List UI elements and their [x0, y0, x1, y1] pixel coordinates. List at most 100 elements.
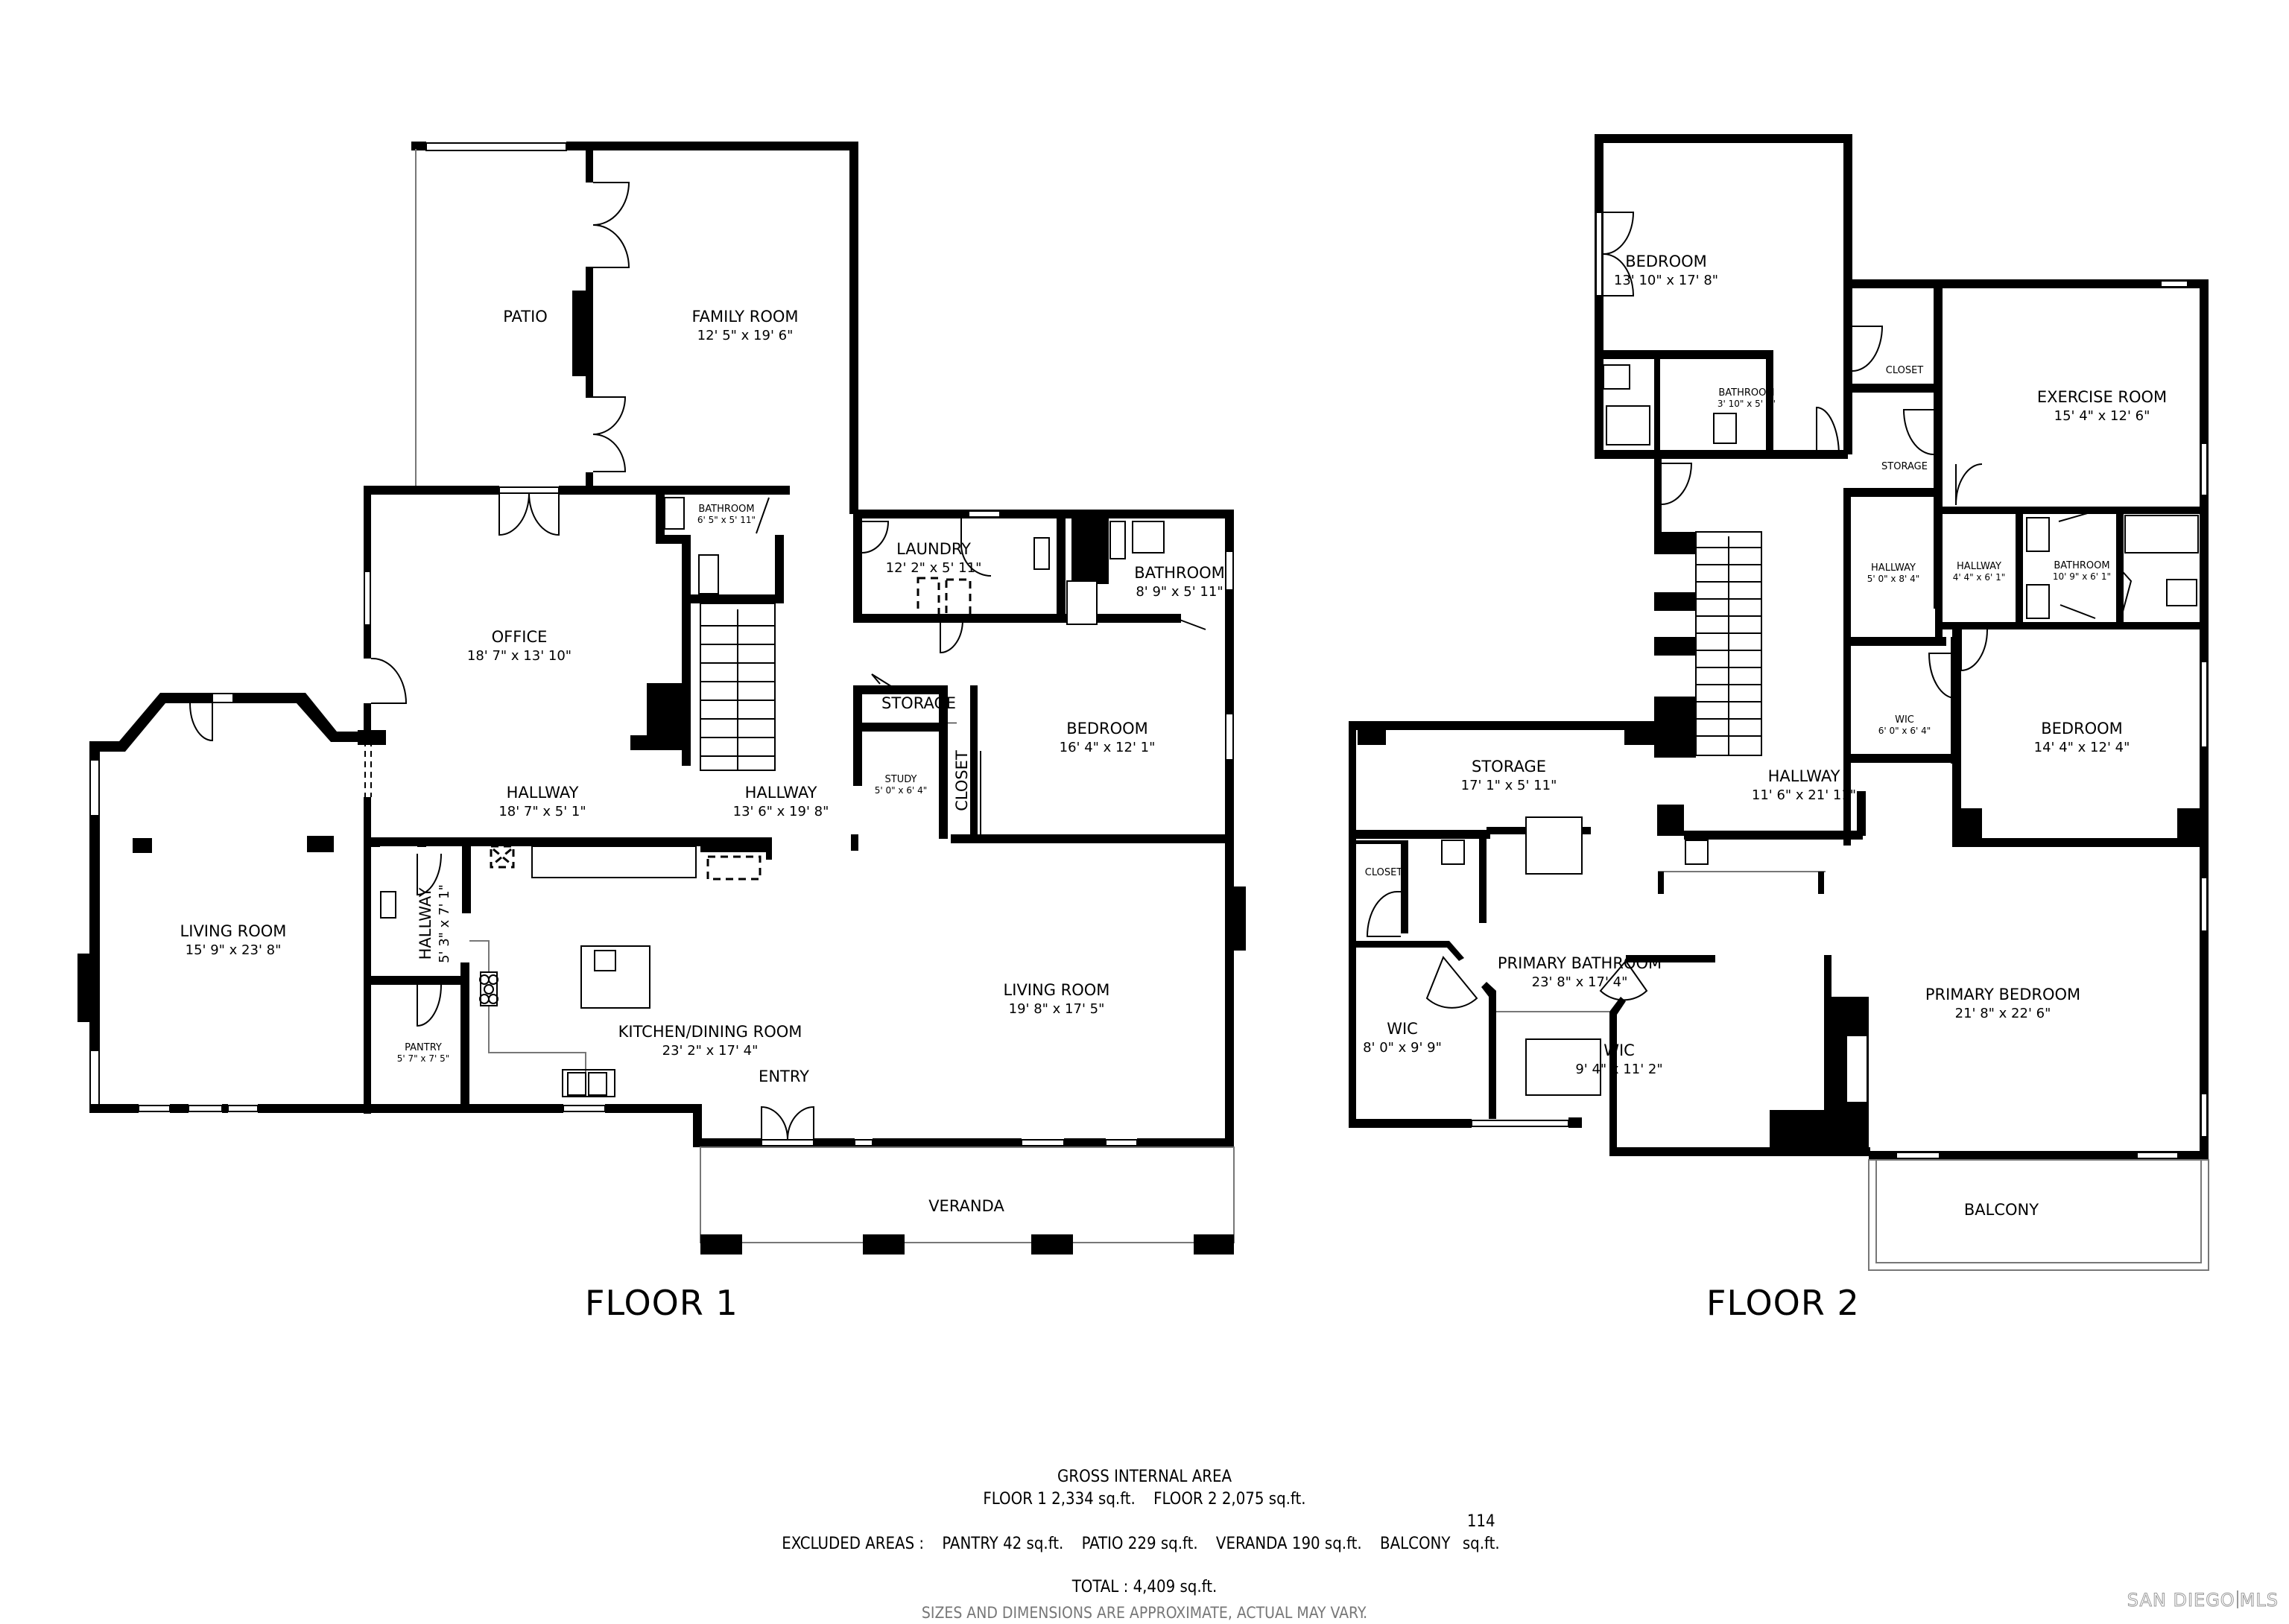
- room-dimensions: 14' 4" x 12' 4": [2034, 740, 2130, 755]
- total-line: TOTAL : 4,409 sq.ft.: [0, 1576, 2289, 1599]
- room-label-hallway-2c: HALLWAY 11' 6" x 21' 11": [1752, 767, 1856, 803]
- room-dimensions: 8' 0" x 9' 9": [1363, 1040, 1442, 1056]
- room-dimensions: 6' 5" x 5' 11": [697, 515, 756, 525]
- room-name: PANTRY: [405, 1042, 442, 1053]
- room-name: WIC: [1603, 1041, 1635, 1059]
- room-label-primary-bedroom: PRIMARY BEDROOM 21' 8" x 22' 6": [1925, 986, 2080, 1021]
- room-dimensions: 10' 9" x 6' 1": [2053, 571, 2111, 582]
- room-name: BATHROOM: [1134, 564, 1225, 582]
- excluded-patio-value: 229 sq.ft.: [1127, 1535, 1198, 1553]
- room-label-entry: ENTRY: [759, 1068, 809, 1085]
- room-dimensions: 23' 2" x 17' 4": [662, 1043, 759, 1059]
- room-dimensions: 8' 9" x 5' 11": [1136, 584, 1223, 600]
- excluded-balcony-value: 114 sq.ft.: [1462, 1512, 1500, 1553]
- logo-divider: [2236, 1590, 2238, 1608]
- area-summary: GROSS INTERNAL AREA FLOOR 1 2,334 sq.ft.…: [0, 1466, 2289, 1624]
- floor-2-area-value: 2,075 sq.ft.: [1221, 1490, 1306, 1509]
- room-label-living-room-east: LIVING ROOM 19' 8" x 17' 5": [1004, 981, 1110, 1017]
- room-name: PRIMARY BATHROOM: [1498, 954, 1662, 972]
- room-dimensions: 6' 0" x 6' 4": [1878, 726, 1931, 736]
- room-dimensions: 5' 0" x 6' 4": [875, 785, 928, 796]
- room-name: BEDROOM: [1625, 253, 1707, 270]
- room-name: LAUNDRY: [896, 540, 971, 558]
- room-dimensions: 13' 6" x 19' 8": [733, 804, 829, 819]
- floor-2-title: FLOOR 2: [1706, 1283, 1860, 1323]
- total-label: TOTAL :: [1071, 1578, 1129, 1596]
- room-name: HALLWAY: [507, 784, 579, 802]
- room-label-bedroom-2b: BEDROOM 14' 4" x 12' 4": [2034, 720, 2130, 755]
- room-dimensions: 21' 8" x 22' 6": [1955, 1006, 2051, 1021]
- room-label-bathroom-1: BATHROOM 8' 9" x 5' 11": [1134, 564, 1225, 600]
- room-name: PRIMARY BEDROOM: [1925, 986, 2080, 1003]
- room-dimensions: 4' 4" x 6' 1": [1953, 572, 2006, 583]
- excluded-balcony-label: BALCONY: [1380, 1535, 1451, 1553]
- floor-1-walls: [77, 142, 1246, 1255]
- room-dimensions: 11' 6" x 21' 11": [1752, 787, 1856, 803]
- floor-1-title: FLOOR 1: [585, 1283, 738, 1323]
- floor-areas-line: FLOOR 1 2,334 sq.ft. FLOOR 2 2,075 sq.ft…: [0, 1488, 2289, 1511]
- room-name: BEDROOM: [1066, 720, 1148, 738]
- disclaimer: SIZES AND DIMENSIONS ARE APPROXIMATE, AC…: [921, 1604, 1368, 1622]
- room-label-balcony: BALCONY: [1964, 1201, 2039, 1219]
- logo-right-text: MLS: [2239, 1590, 2279, 1611]
- room-name: CLOSET: [953, 750, 971, 811]
- room-dimensions: 9' 4" x 11' 2": [1575, 1062, 1662, 1077]
- room-name: BATHROOM: [1718, 387, 1774, 399]
- logo-left-text: SAN DIEGO: [2127, 1590, 2235, 1611]
- room-label-wic-1: WIC 8' 0" x 9' 9": [1363, 1020, 1442, 1056]
- total-value: 4,409 sq.ft.: [1133, 1578, 1218, 1596]
- room-label-storage-2a: STORAGE: [1881, 461, 1928, 472]
- floor-2-walls: [1349, 134, 2209, 1271]
- room-label-closet-2b: CLOSET: [1365, 867, 1403, 878]
- room-dimensions: 12' 2" x 5' 11": [886, 560, 982, 576]
- room-name: STORAGE: [881, 694, 956, 712]
- room-dimensions: 12' 5" x 19' 6": [697, 328, 794, 343]
- room-name: LIVING ROOM: [180, 922, 287, 940]
- excluded-pantry-value: 42 sq.ft.: [1003, 1535, 1064, 1553]
- room-label-closet-2a: CLOSET: [1886, 365, 1924, 376]
- room-name: STUDY: [885, 774, 917, 785]
- room-name: WIC: [1895, 714, 1914, 726]
- excluded-label: EXCLUDED AREAS :: [782, 1535, 925, 1553]
- room-dimensions: 19' 8" x 17' 5": [1009, 1001, 1105, 1017]
- summary-heading: GROSS INTERNAL AREA: [1057, 1468, 1232, 1486]
- room-label-closet-1: CLOSET: [953, 750, 971, 811]
- room-label-laundry: LAUNDRY 12' 2" x 5' 11": [886, 540, 982, 576]
- room-name: LIVING ROOM: [1004, 981, 1110, 999]
- room-dimensions: 5' 0" x 8' 4": [1867, 574, 1920, 584]
- room-name: FAMILY ROOM: [691, 308, 798, 326]
- room-dimensions: 5' 3" x 7' 1": [437, 884, 452, 963]
- room-name: WIC: [1387, 1020, 1418, 1038]
- room-name: CLOSET: [1886, 365, 1924, 376]
- excluded-areas-line: EXCLUDED AREAS : PANTRY 42 sq.ft. PATIO …: [0, 1511, 2289, 1555]
- room-label-family-room: FAMILY ROOM 12' 5" x 19' 6": [691, 308, 798, 343]
- room-dimensions: 18' 7" x 13' 10": [467, 648, 572, 664]
- room-name: BEDROOM: [2041, 720, 2123, 738]
- room-dimensions: 23' 8" x 17' 4": [1532, 974, 1628, 990]
- room-label-storage-1: STORAGE: [881, 694, 956, 712]
- room-name: HALLWAY: [417, 887, 434, 960]
- room-name: STORAGE: [1472, 758, 1546, 775]
- room-dimensions: 3' 10" x 5' 5": [1717, 399, 1776, 409]
- room-name: BATHROOM: [698, 504, 754, 515]
- room-name: HALLWAY: [1768, 767, 1840, 785]
- room-dimensions: 5' 7" x 7' 5": [397, 1053, 450, 1064]
